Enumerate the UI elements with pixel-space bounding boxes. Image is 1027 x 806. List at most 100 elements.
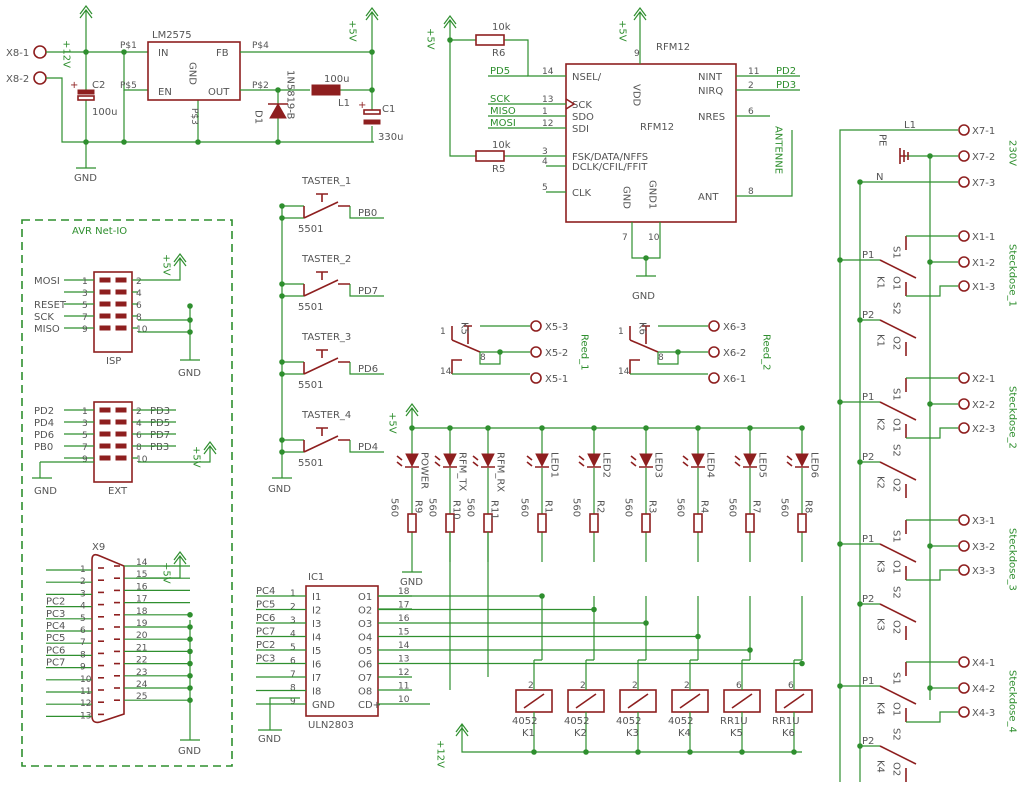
socket-s1-2: S1 bbox=[891, 530, 902, 543]
k5-reed-label: K5 bbox=[459, 322, 470, 335]
led-res-name-0: R9 bbox=[413, 500, 424, 513]
led-name-1: RFM_TX bbox=[457, 452, 468, 491]
isp-left-2: RESET bbox=[34, 300, 67, 311]
c1-value: 330u bbox=[378, 132, 403, 143]
svg-text:+: + bbox=[70, 80, 78, 91]
k6-pin-1: 1 bbox=[618, 327, 624, 337]
x7-3-label: X7-3 bbox=[972, 178, 995, 189]
socket-o2-2: O2 bbox=[891, 620, 902, 634]
capacitor-c2: + C2 100u bbox=[70, 80, 117, 118]
x6-3-label: X6-3 bbox=[723, 322, 746, 333]
rfm-pin-gnd1: GND1 bbox=[647, 180, 658, 209]
socket-o1-2: O1 bbox=[891, 560, 902, 574]
ext-rnum-0: 2 bbox=[136, 407, 142, 417]
isp-rnum-0: 2 bbox=[136, 277, 142, 287]
socket-k-a-3: K4 bbox=[875, 702, 886, 715]
button-part-0: 5501 bbox=[298, 224, 323, 235]
socket-p1-0: P1 bbox=[862, 250, 874, 261]
rfm-pinnum-right-2: 6 bbox=[748, 107, 754, 117]
led-res-name-3: R1 bbox=[543, 500, 554, 513]
rfm-pin-right-0: NINT bbox=[698, 72, 723, 83]
uln-net-1: PC5 bbox=[256, 600, 275, 611]
uln-innum-0: 1 bbox=[290, 589, 296, 599]
isp-rnum-4: 10 bbox=[136, 325, 148, 335]
uln-outnum-8: 10 bbox=[398, 695, 410, 705]
x9-rnum-7: 21 bbox=[136, 643, 147, 653]
led-name-5: LED3 bbox=[653, 452, 664, 478]
x9-rnum-9: 23 bbox=[136, 668, 147, 678]
plus12-label: +12V bbox=[61, 40, 72, 68]
c1-label: C1 bbox=[382, 104, 395, 115]
button-name-0: TASTER_1 bbox=[301, 176, 351, 187]
relay-type-5: RR1U bbox=[772, 716, 800, 727]
net-mosi: MOSI bbox=[490, 118, 516, 129]
regulator-lm2575: LM2575 IN FB GND EN OUT P$1 P$4 P$3 P$5 … bbox=[120, 30, 269, 125]
uln-innum-7: 8 bbox=[290, 684, 296, 694]
rfm-pinnum-left-2: 1 bbox=[542, 107, 548, 117]
uln-net-3: PC7 bbox=[256, 627, 275, 638]
isp-left-0: MOSI bbox=[34, 276, 60, 287]
button-name-2: TASTER_3 bbox=[301, 332, 351, 343]
uln-out-1: O2 bbox=[358, 606, 372, 617]
rfm-pin-2: SDO bbox=[572, 112, 594, 123]
d1-label: D1 bbox=[253, 110, 264, 124]
rfm-pin-right-3: ANT bbox=[698, 192, 719, 203]
x9-rnum-3: 17 bbox=[136, 595, 147, 605]
ext-left-0: PD2 bbox=[34, 406, 54, 417]
x5-2-label: X5-2 bbox=[545, 348, 568, 359]
lm2575-label: LM2575 bbox=[152, 30, 192, 41]
relay-name-5: K6 bbox=[782, 728, 795, 739]
x9-lnum-11: 12 bbox=[80, 699, 91, 709]
lm2575-pinnum-4: P$4 bbox=[252, 41, 269, 51]
ext-label: EXT bbox=[108, 486, 128, 497]
l1-mains-label: L1 bbox=[904, 120, 916, 131]
uln-out-5: O6 bbox=[358, 660, 372, 671]
rfm-pinnum-left-0: 14 bbox=[542, 67, 554, 77]
uln-outnum-6: 12 bbox=[398, 668, 409, 678]
x9-rnum-4: 18 bbox=[136, 607, 148, 617]
x9-rnum-8: 22 bbox=[136, 656, 147, 666]
ext-lnum-3: 7 bbox=[82, 443, 88, 453]
lm2575-pin-gnd: GND bbox=[187, 62, 198, 85]
lm2575-pinnum-1: P$1 bbox=[120, 41, 137, 51]
uln-out-4: O5 bbox=[358, 646, 372, 657]
x9-left-6: PC5 bbox=[46, 633, 65, 644]
k5-pin-1: 1 bbox=[440, 327, 446, 337]
button-name-3: TASTER_4 bbox=[301, 410, 351, 421]
x9-lnum-4: 5 bbox=[80, 614, 86, 624]
rfm-pinnum-right-3: 8 bbox=[748, 187, 754, 197]
uln-outnum-0: 18 bbox=[398, 587, 410, 597]
inductor-l1: 100u L1 bbox=[311, 74, 350, 109]
socket-name-2: Steckdose_3 bbox=[1007, 528, 1018, 591]
isp-connector bbox=[93, 271, 133, 353]
socket-s2-3: S2 bbox=[891, 728, 902, 741]
led-res-val-4: 560 bbox=[571, 498, 582, 517]
socket-pin-1-0: X2-1 bbox=[972, 374, 995, 385]
socket-pin-3-0: X4-1 bbox=[972, 658, 995, 669]
socket-p1-3: P1 bbox=[862, 676, 874, 687]
rfm-pin-4: FSK/DATA/NFFS bbox=[572, 152, 648, 163]
x9-lnum-5: 6 bbox=[80, 626, 86, 636]
uln-in-2: I3 bbox=[312, 619, 321, 630]
x9-dsub bbox=[91, 553, 125, 724]
connector-x8-2 bbox=[33, 71, 47, 85]
relay-pin-0: 2 bbox=[528, 681, 534, 691]
uln-in-1: I2 bbox=[312, 606, 321, 617]
uln-innum-4: 5 bbox=[290, 643, 296, 653]
led-res-val-2: 560 bbox=[465, 498, 476, 517]
uln-outnum-1: 17 bbox=[398, 601, 409, 611]
led-plus5: +5V bbox=[387, 412, 398, 434]
button-net-3: PD4 bbox=[358, 442, 378, 453]
uln-out-3: O4 bbox=[358, 633, 372, 644]
lm2575-pin-en: EN bbox=[158, 87, 172, 98]
rfm12-title: RFM12 bbox=[656, 42, 690, 53]
x9-label: X9 bbox=[92, 542, 105, 553]
reed2-label: Reed_2 bbox=[761, 334, 772, 371]
uln-net-5: PC3 bbox=[256, 654, 275, 665]
uln-innum-8: 9 bbox=[290, 697, 296, 707]
ext-gnd: GND bbox=[34, 486, 57, 497]
uln2803-label: ULN2803 bbox=[308, 720, 354, 731]
